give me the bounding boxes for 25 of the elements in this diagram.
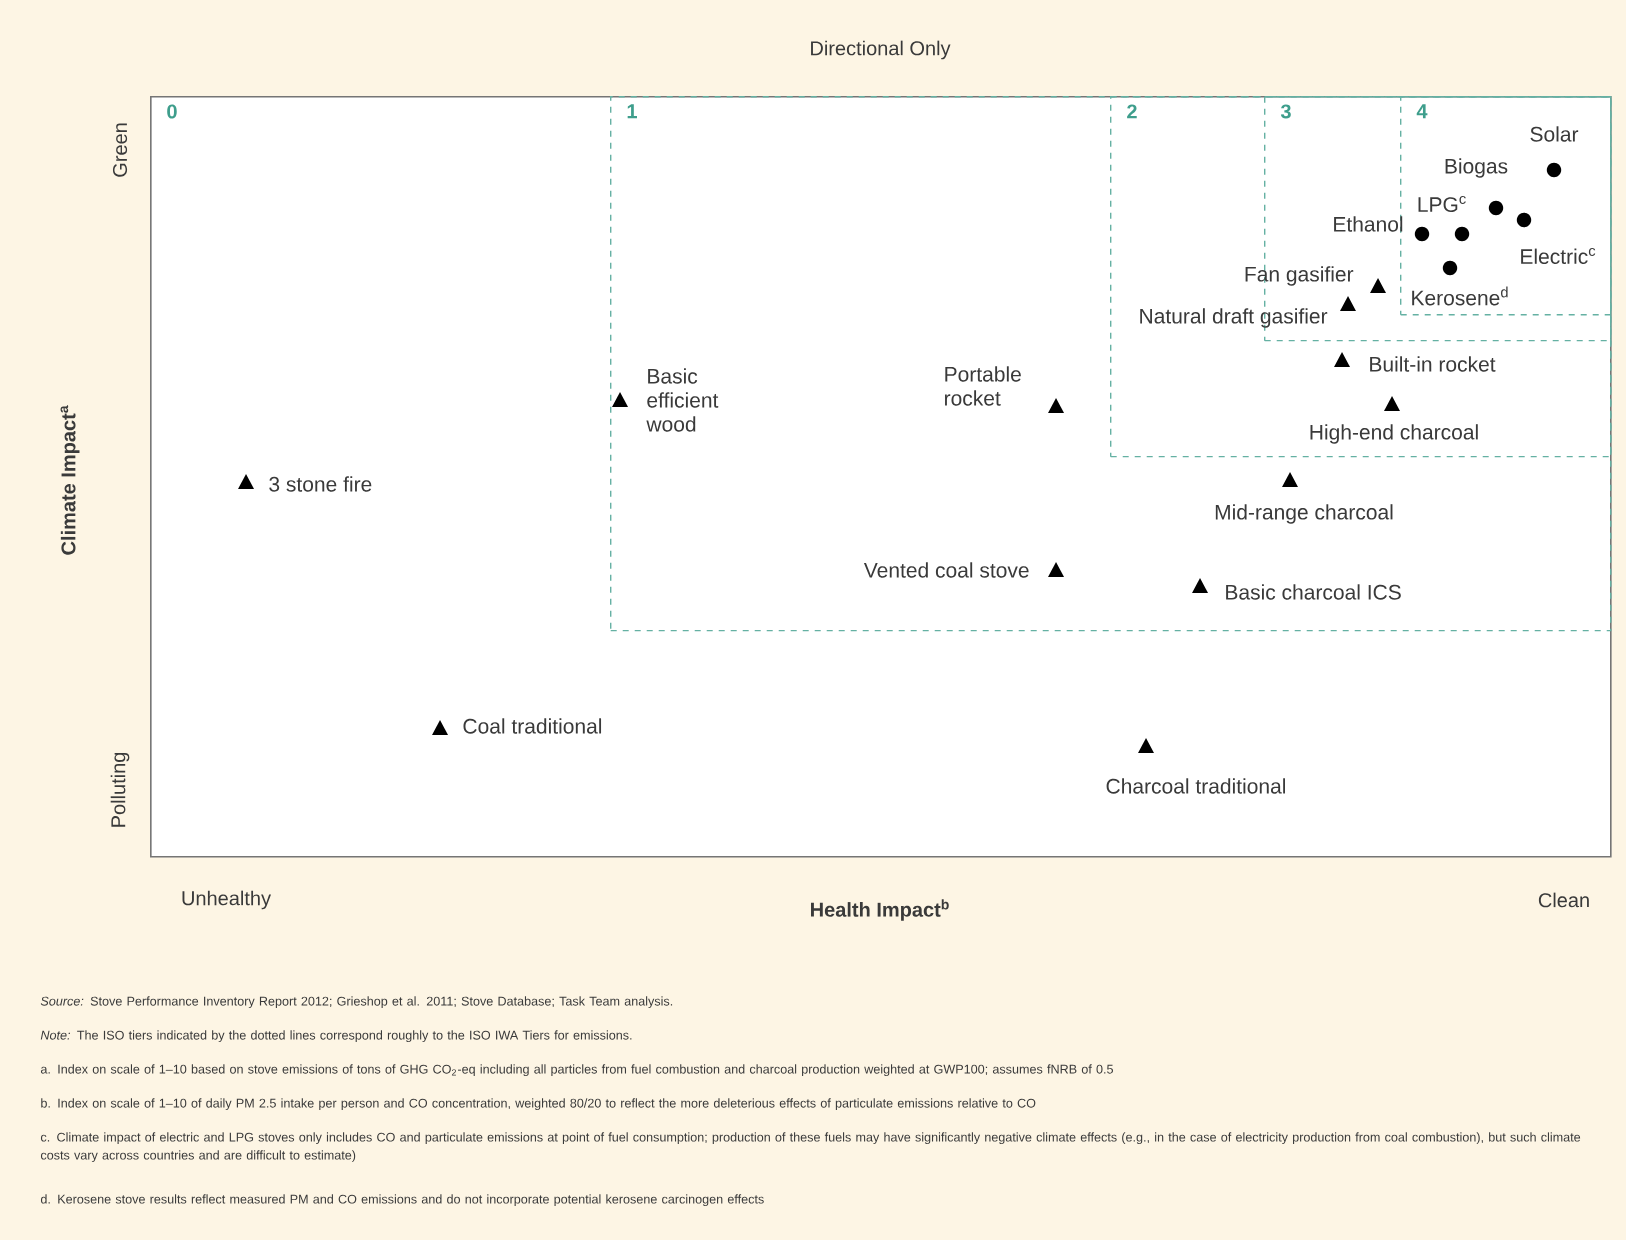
point-label: Electric$^{c}$ [1521,247,1596,264]
axis-title: Climate Impact$^{a}$ [60,405,80,555]
axis-end-label: Green [112,123,128,177]
axis-end-label: Unhealthy [182,890,271,910]
point-label: LPG$^{c}$ [1418,195,1466,212]
axis-end-label: Clean [1538,892,1589,908]
point-label: High-end charcoal [1310,424,1478,444]
point-label: Biogas [1445,158,1508,178]
axis-end-label: Polluting [110,752,130,827]
point-label: Portable rocket [945,366,1021,406]
point-label: Built-in rocket [1370,356,1496,372]
point-label: Vented coal stove [863,562,1029,578]
point-label: 3 stone fire [269,476,372,492]
point-label: Mid-range charcoal [1215,504,1393,524]
point-label: Natural draft gasifier [1140,308,1328,328]
point-label: Charcoal traditional [1106,778,1285,794]
axis-title: Directional Only [811,40,951,60]
point-label: Basic efficient wood [646,368,719,432]
point-label: Coal traditional [463,718,602,734]
point-label: Basic charcoal ICS [1226,584,1401,600]
point-label: Ethanol [1334,216,1403,232]
axis-title: Health Impact$^{b}$ [811,899,949,921]
point-label: Fan gasifier [1245,266,1354,286]
point-label: Solar [1530,126,1579,142]
point-label: Kerosene$^{d}$ [1412,286,1508,306]
